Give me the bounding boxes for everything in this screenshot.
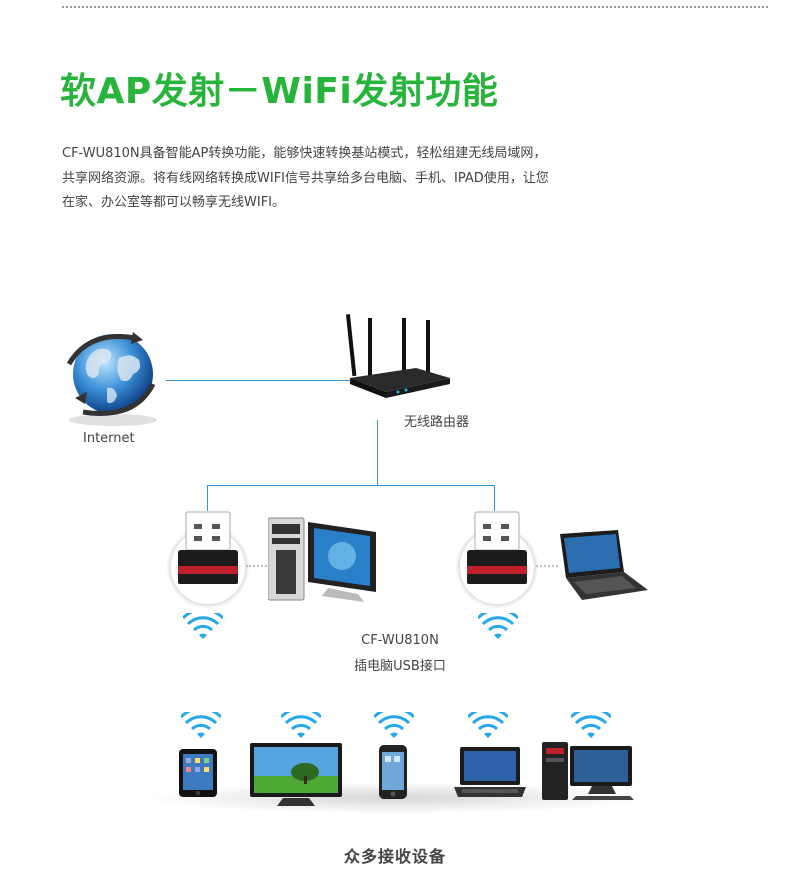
wifi-icon [183, 613, 223, 643]
description: CF-WU810N具备智能AP转换功能，能够快速转换基站模式，轻松组建无线局域网… [62, 142, 582, 216]
adapter-note-label: 插电脑USB接口 [345, 655, 455, 674]
top-divider [62, 6, 768, 8]
router-label: 无线路由器 [404, 411, 469, 430]
branch-right-line [494, 485, 495, 511]
usb-dongle-icon [176, 510, 240, 594]
laptop-icon [452, 745, 528, 801]
tablet-icon [178, 748, 220, 800]
wifi-icon [374, 712, 414, 742]
globe-icon [55, 322, 195, 427]
wifi-icon [281, 712, 321, 742]
branch-horizontal-line [207, 485, 495, 486]
wifi-icon [571, 712, 611, 742]
internet-label: Internet [83, 431, 135, 446]
router-icon [346, 312, 456, 402]
desktop-pc-icon [268, 514, 384, 604]
wifi-icon [468, 712, 508, 742]
description-line: 共享网络资源。将有线网络转换成WIFI信号共享给多台电脑、手机、IPAD使用，让… [62, 167, 582, 192]
description-line: CF-WU810N具备智能AP转换功能，能够快速转换基站模式，轻松组建无线局域网… [62, 142, 582, 167]
router-down-line [377, 420, 378, 486]
wifi-icon [478, 613, 518, 643]
page-title: 软AP发射－WiFi发射功能 [60, 62, 498, 114]
laptop-icon [556, 528, 650, 606]
adapter-link-right [536, 565, 558, 567]
branch-left-line [207, 485, 208, 511]
usb-dongle-icon [465, 510, 529, 594]
receivers-caption: 众多接收设备 [0, 843, 790, 867]
desktop-pc-icon [540, 740, 636, 802]
tv-icon [249, 742, 343, 808]
adapter-link-left [246, 565, 270, 567]
phone-icon [378, 744, 408, 800]
description-line: 在家、办公室等都可以畅享无线WIFI。 [62, 191, 582, 216]
adapter-model-label: CF-WU810N [355, 633, 445, 648]
wifi-icon [181, 712, 221, 742]
